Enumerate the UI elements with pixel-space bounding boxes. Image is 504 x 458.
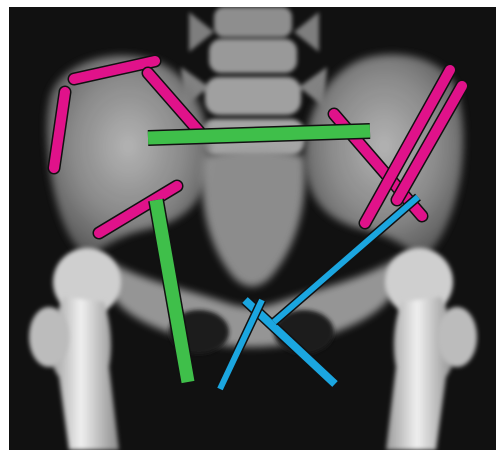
blue-rod: [274, 197, 418, 322]
magenta-rod: [54, 92, 65, 168]
magenta-rod: [148, 73, 203, 136]
green-rods: [148, 131, 370, 382]
blue-rods: [220, 197, 418, 389]
green-rod: [148, 131, 370, 138]
blue-rod: [220, 300, 262, 389]
green-rod: [156, 200, 188, 382]
